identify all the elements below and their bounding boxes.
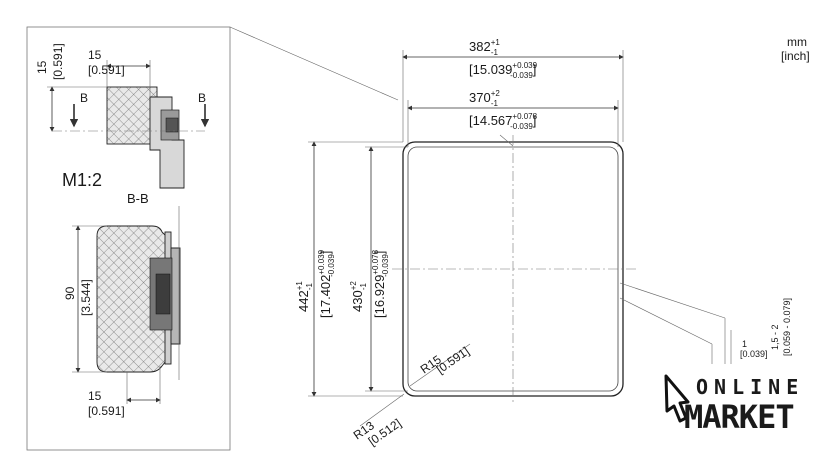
- dim-bottom-horizontal-mm: 15: [88, 389, 102, 403]
- inner-height-inch: [16.929+0.078-0.039]: [371, 249, 390, 318]
- logo-line2: MARKET: [684, 398, 794, 434]
- inner-width-inch: [14.567+0.078-0.039]: [469, 112, 538, 131]
- outer-height-inch: [17.402+0.039-0.039]: [317, 249, 336, 318]
- edge-small-inch: [0.039]: [740, 349, 768, 359]
- radius-outer-inch: [0.512]: [366, 416, 404, 449]
- edge-range-inch: [0.059 - 0.079]: [782, 298, 792, 356]
- outer-width-mm: 382+1-1: [469, 38, 500, 57]
- dim-section-height-mm: 90: [63, 286, 77, 300]
- edge-leader-2: [619, 297, 713, 345]
- edge-small-mm: 1: [742, 339, 747, 349]
- cursor-logo-icon: [664, 374, 690, 423]
- dim-top-vertical-inch: [0.591]: [51, 43, 65, 80]
- logo-line1: ONLINE: [696, 375, 804, 399]
- detail-frame: [26, 26, 231, 451]
- dim-top-horizontal-inch: [0.591]: [88, 63, 125, 77]
- dim-top-horizontal-mm: 15: [88, 48, 102, 62]
- inner-width-leader: [499, 134, 514, 147]
- outer-height-mm: 442+1-1: [295, 281, 314, 312]
- edge-leader-1: [619, 282, 726, 319]
- detail-bottom-section: 90 [3.544] 15 [0.591]: [63, 206, 181, 418]
- outer-width-inch: [15.039+0.039-0.039]: [469, 61, 538, 80]
- detail-panel: 15 [0.591] 15 [0.591] B B M1:2 B-B: [26, 26, 399, 451]
- bracket-screw: [155, 273, 171, 315]
- detail-scale: M1:2: [62, 170, 102, 190]
- inner-width-mm: 370+2-1: [469, 89, 500, 108]
- dim-section-height-inch: [3.544]: [79, 279, 93, 316]
- dim-bottom-horizontal-inch: [0.591]: [88, 404, 125, 418]
- section-marker-left: B: [80, 91, 88, 105]
- section-title: B-B: [127, 191, 149, 206]
- bracket-body: [170, 247, 181, 345]
- units-inch: [inch]: [781, 49, 810, 63]
- detail-top-section: 15 [0.591] 15 [0.591] B B: [35, 43, 210, 189]
- detail-leader-line: [229, 26, 399, 101]
- radius-inner-inch: [0.591]: [434, 344, 472, 377]
- radius-inner-leader: [409, 343, 471, 387]
- clamp-screw: [165, 117, 179, 133]
- radius-outer-leader: [359, 393, 405, 427]
- dim-top-vertical-mm: 15: [35, 60, 49, 74]
- units-mm: mm: [787, 35, 807, 49]
- online-market-logo: ONLINE MARKET: [664, 374, 804, 434]
- edge-range-mm: 1,5 - 2: [770, 324, 780, 350]
- inner-height-mm: 430+2-1: [349, 281, 368, 312]
- hatched-frame-profile: [106, 86, 158, 145]
- section-marker-right: B: [198, 91, 206, 105]
